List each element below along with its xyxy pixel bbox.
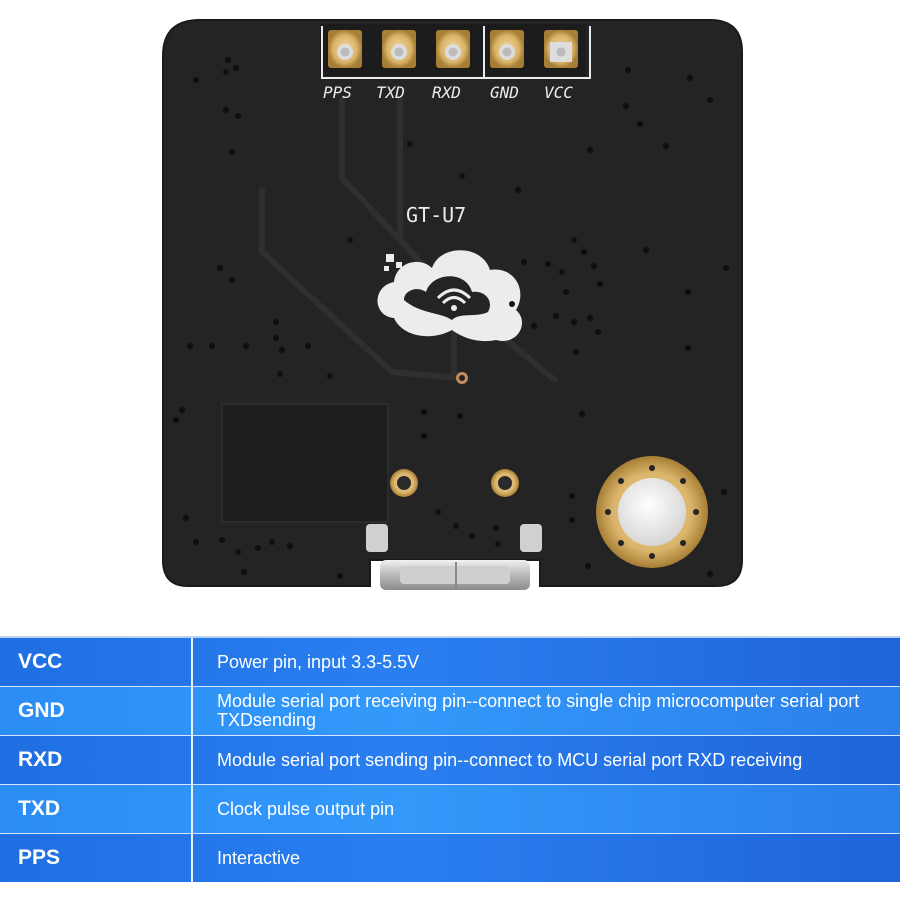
pad-pps bbox=[328, 30, 362, 68]
table-row: GND Module serial port receiving pin--co… bbox=[0, 687, 900, 736]
pin-name-cell: VCC bbox=[0, 638, 193, 686]
pin-description-cell: Power pin, input 3.3-5.5V bbox=[217, 651, 420, 672]
model-label: GT-U7 bbox=[406, 203, 466, 227]
mounting-hole-left bbox=[390, 469, 418, 497]
pin-description-cell: Module serial port receiving pin--connec… bbox=[217, 691, 860, 730]
pin-description-cell: Interactive bbox=[217, 847, 301, 868]
pin-label-pps: PPS bbox=[323, 83, 352, 102]
pin-header bbox=[320, 24, 591, 79]
micro-usb-connector bbox=[366, 524, 542, 590]
gps-module-board: PPS TXD RXD GND VCC GT-U7 bbox=[162, 19, 743, 590]
mounting-hole-right bbox=[491, 469, 519, 497]
pin-name-cell: TXD bbox=[0, 785, 193, 833]
pad-vcc bbox=[544, 30, 578, 68]
pad-rxd bbox=[436, 30, 470, 68]
table-row: RXD Module serial port sending pin--conn… bbox=[0, 736, 900, 785]
via-dots bbox=[173, 57, 729, 579]
pin-description-cell: Module serial port sending pin--connect … bbox=[217, 749, 803, 770]
pin-label-txd: TXD bbox=[376, 83, 405, 102]
pad-gnd bbox=[490, 30, 524, 68]
table-row: VCC Power pin, input 3.3-5.5V bbox=[0, 638, 900, 687]
pin-description-cell: Clock pulse output pin bbox=[217, 798, 395, 819]
battery-pad bbox=[596, 456, 708, 568]
cloud-wifi-logo bbox=[377, 250, 523, 342]
shield-area bbox=[221, 403, 389, 523]
pin-description-table: VCC Power pin, input 3.3-5.5V GND Module… bbox=[0, 636, 900, 882]
table-row: PPS Interactive bbox=[0, 834, 900, 882]
pad-txd bbox=[382, 30, 416, 68]
table-row: TXD Clock pulse output pin bbox=[0, 785, 900, 834]
pin-name-cell: GND bbox=[0, 687, 193, 735]
pin-label-vcc: VCC bbox=[544, 83, 573, 102]
pin-name-cell: RXD bbox=[0, 736, 193, 784]
pin-label-gnd: GND bbox=[490, 83, 519, 102]
pin-label-rxd: RXD bbox=[432, 83, 461, 102]
pin-name-cell: PPS bbox=[0, 834, 193, 882]
